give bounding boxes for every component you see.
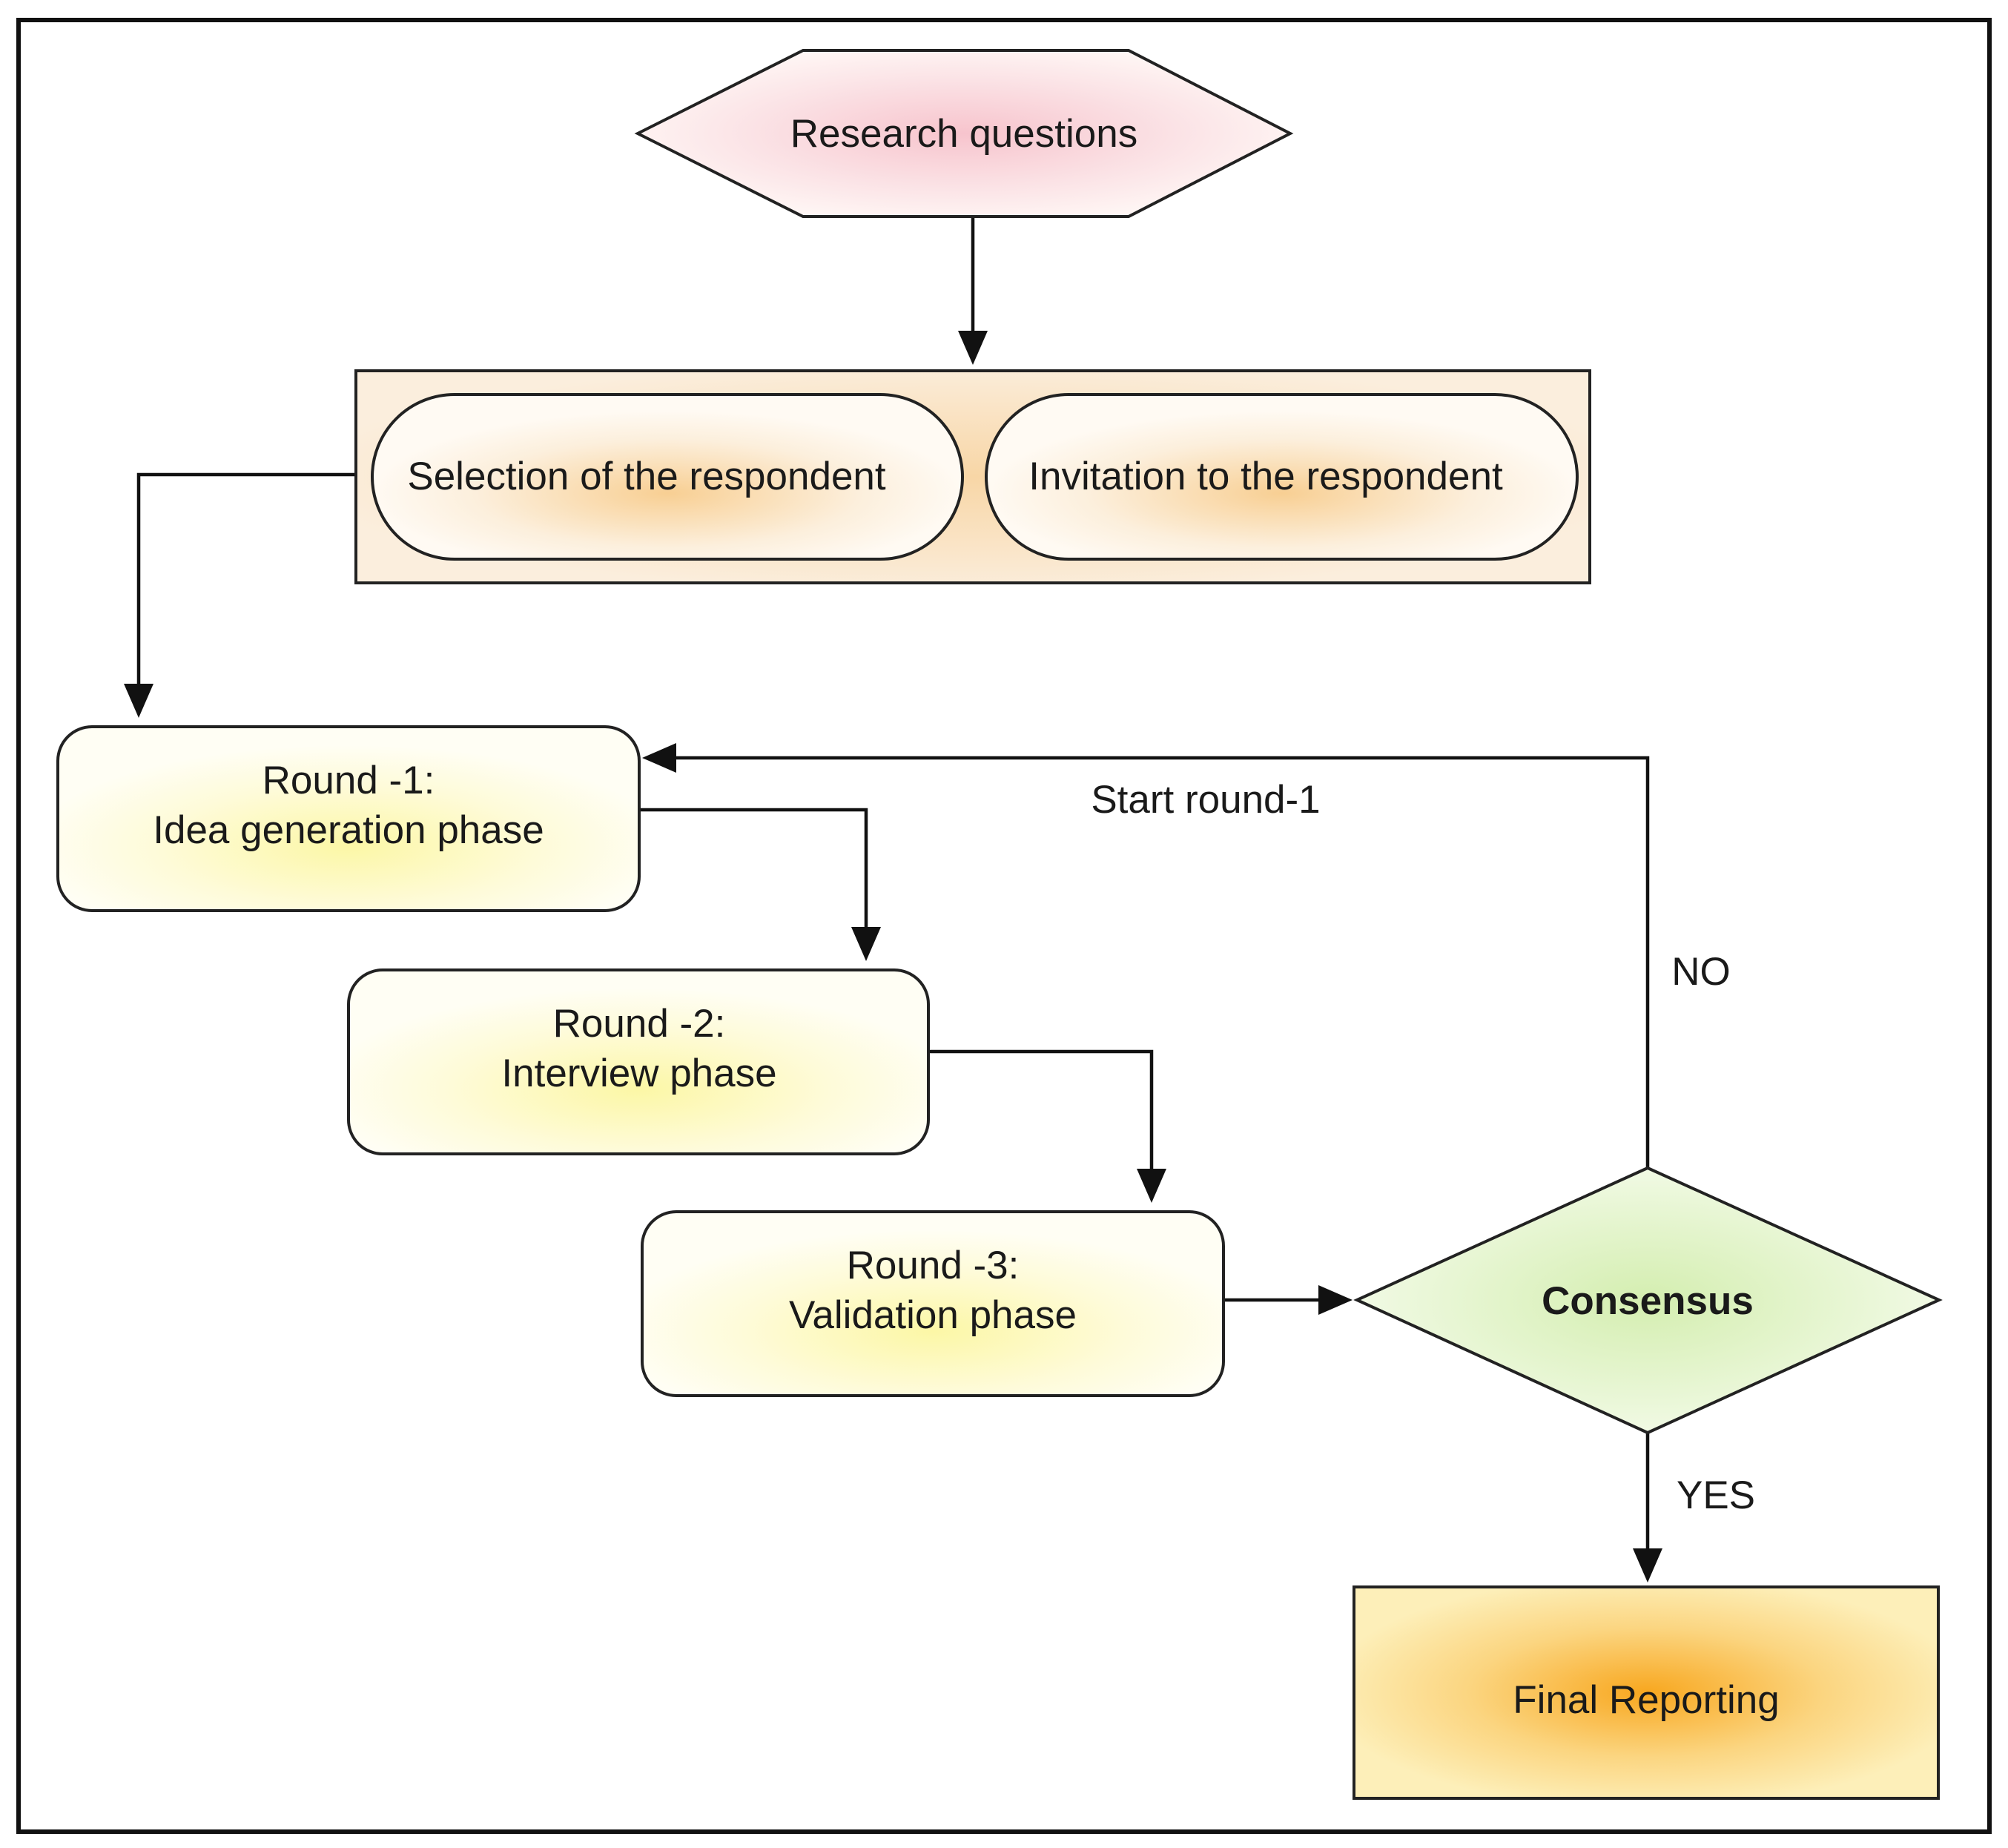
research-questions-node: Research questions bbox=[634, 49, 1294, 218]
invitation-label: Invitation to the respondent bbox=[1028, 455, 1503, 498]
arrowhead-round2-to-round3 bbox=[1137, 1169, 1166, 1203]
round1-title: Round -1: bbox=[262, 759, 435, 802]
round3-title: Round -3: bbox=[847, 1244, 1020, 1287]
invitation-node: Invitation to the respondent bbox=[985, 393, 1579, 561]
arrowhead-respondents-to-round1 bbox=[124, 684, 153, 718]
final-reporting-label: Final Reporting bbox=[1513, 1678, 1779, 1722]
round1-node: Round -1: Idea generation phase bbox=[56, 725, 641, 912]
selection-node: Selection of the respondent bbox=[371, 393, 964, 561]
round3-node: Round -3: Validation phase bbox=[641, 1210, 1225, 1397]
round1-subtitle: Idea generation phase bbox=[153, 808, 544, 852]
selection-label: Selection of the respondent bbox=[407, 455, 886, 498]
arrow-consensus-no-to-round1 bbox=[660, 756, 1650, 1168]
yes-label: YES bbox=[1677, 1474, 1755, 1517]
arrow-round2-to-round3 bbox=[928, 1049, 1154, 1185]
arrowhead-round1-to-round2 bbox=[851, 927, 881, 961]
arrowhead-consensus-yes-to-final bbox=[1633, 1548, 1662, 1583]
arrow-round1-to-round2 bbox=[639, 808, 868, 943]
research-questions-label: Research questions bbox=[790, 112, 1137, 156]
start-round-label: Start round-1 bbox=[1091, 778, 1320, 822]
round3-subtitle: Validation phase bbox=[789, 1293, 1077, 1337]
arrow-respondents-to-round1 bbox=[136, 472, 356, 701]
respondent-group: Selection of the respondent Invitation t… bbox=[354, 369, 1591, 584]
round2-subtitle: Interview phase bbox=[501, 1052, 776, 1095]
consensus-label: Consensus bbox=[1542, 1279, 1754, 1323]
no-label: NO bbox=[1671, 950, 1731, 994]
arrowhead-round3-to-consensus bbox=[1318, 1285, 1353, 1315]
diagram-frame bbox=[16, 18, 1992, 1834]
round2-title: Round -2: bbox=[553, 1002, 726, 1046]
arrowhead-research-to-respondents bbox=[958, 331, 988, 365]
consensus-node: Consensus bbox=[1353, 1166, 1943, 1435]
round2-node: Round -2: Interview phase bbox=[347, 968, 930, 1155]
arrowhead-consensus-no-to-round1 bbox=[642, 743, 676, 773]
final-reporting-node: Final Reporting bbox=[1353, 1585, 1940, 1800]
